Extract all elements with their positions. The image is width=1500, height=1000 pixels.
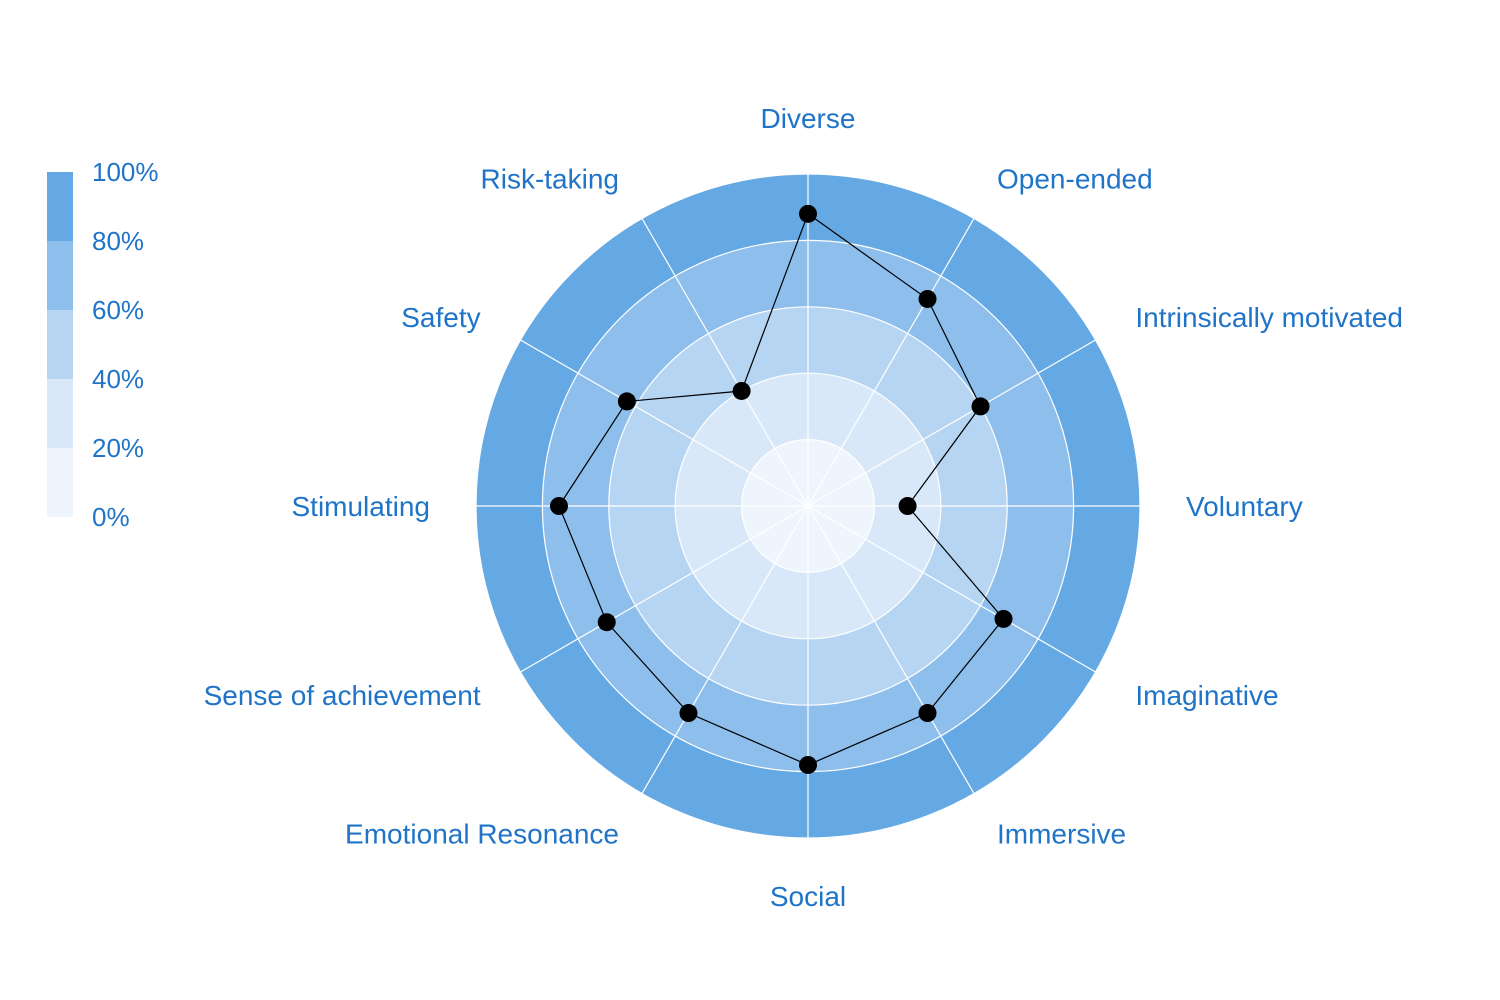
legend-label-0pct: 0% xyxy=(92,502,130,532)
spoke-immersive xyxy=(807,505,975,794)
axis-label-imaginative: Imaginative xyxy=(1135,680,1278,711)
axis-label-emotional-resonance: Emotional Resonance xyxy=(345,818,619,849)
data-point-immersive xyxy=(918,704,937,723)
data-point-sense-of-achievement xyxy=(597,613,616,632)
data-point-social xyxy=(799,755,817,774)
legend-swatch-20-40 xyxy=(47,379,73,448)
legend: 100% 80% 60% 40% 20% 0% xyxy=(47,157,159,532)
axis-label-safety: Safety xyxy=(401,302,480,333)
data-point-imaginative xyxy=(994,609,1013,628)
data-point-stimulating xyxy=(550,497,568,515)
spoke-risk-taking xyxy=(641,218,809,507)
data-point-intrinsically-motivated xyxy=(971,397,990,416)
axis-label-diverse: Diverse xyxy=(761,103,856,134)
radar-spokes xyxy=(476,174,1140,838)
legend-label-20pct: 20% xyxy=(92,433,144,463)
data-point-emotional-resonance xyxy=(679,704,698,723)
spoke-intrinsically-motivated xyxy=(807,339,1096,507)
axis-label-risk-taking: Risk-taking xyxy=(481,164,619,195)
data-point-open-ended xyxy=(918,289,937,308)
spoke-emotional-resonance xyxy=(641,505,809,794)
axis-label-intrinsically-motivated: Intrinsically motivated xyxy=(1135,302,1403,333)
legend-label-40pct: 40% xyxy=(92,364,144,394)
axis-label-stimulating: Stimulating xyxy=(291,491,430,522)
axis-label-voluntary: Voluntary xyxy=(1186,491,1303,522)
spoke-open-ended xyxy=(807,218,975,507)
axis-label-social: Social xyxy=(770,881,846,912)
axis-label-immersive: Immersive xyxy=(997,818,1126,849)
legend-label-80pct: 80% xyxy=(92,226,144,256)
legend-label-100pct: 100% xyxy=(92,157,159,187)
legend-swatch-60-80 xyxy=(47,241,73,310)
data-point-safety xyxy=(617,392,636,411)
axis-label-sense-of-achievement: Sense of achievement xyxy=(204,680,481,711)
legend-label-60pct: 60% xyxy=(92,295,144,325)
legend-swatch-80-100 xyxy=(47,172,73,241)
data-point-diverse xyxy=(799,204,817,223)
axis-label-open-ended: Open-ended xyxy=(997,164,1153,195)
data-point-risk-taking xyxy=(732,381,751,400)
radar-series xyxy=(550,204,1013,774)
legend-swatch-0-20 xyxy=(47,448,73,517)
spoke-sense-of-achievement xyxy=(520,505,809,673)
spoke-safety xyxy=(520,339,809,507)
spoke-imaginative xyxy=(807,505,1096,673)
legend-swatch-40-60 xyxy=(47,310,73,379)
data-point-voluntary xyxy=(898,497,917,515)
